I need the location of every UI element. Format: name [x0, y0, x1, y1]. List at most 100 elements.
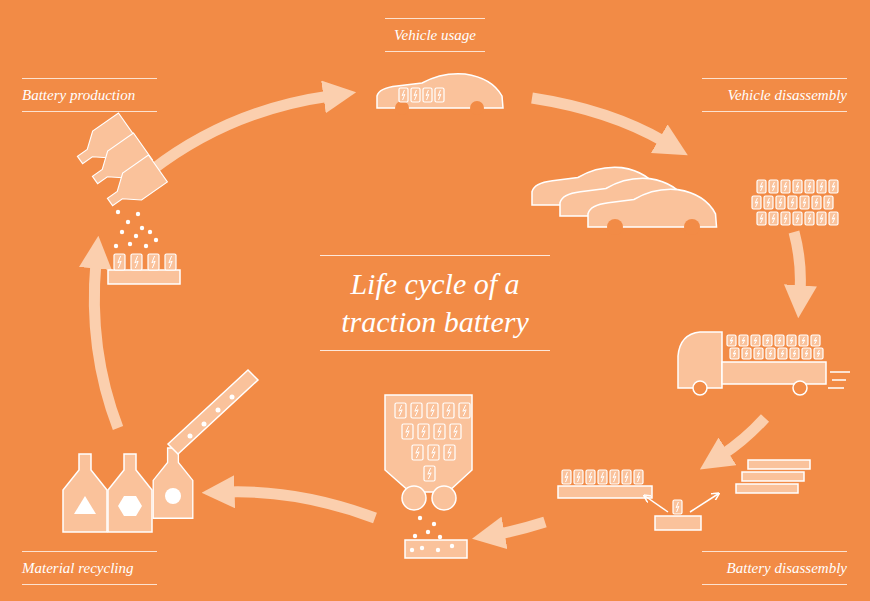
material-symbol — [118, 496, 142, 516]
flask — [153, 448, 193, 518]
cell-bolt — [745, 350, 748, 357]
battery-cell — [610, 470, 619, 484]
cell-bolt — [814, 337, 817, 344]
battery-cell — [742, 348, 751, 359]
battery-cell — [793, 180, 802, 193]
cell-bolt — [402, 90, 405, 100]
cell-bolt — [448, 447, 451, 458]
cell-bolt — [820, 182, 823, 191]
cell-bolt — [781, 350, 784, 357]
battery-cell — [418, 424, 429, 439]
material-dot — [154, 238, 158, 242]
disassembled-cars — [532, 167, 717, 235]
truck-cab — [678, 332, 722, 388]
flask — [63, 454, 107, 532]
material-dot — [188, 434, 193, 439]
cell-bolt — [808, 214, 811, 223]
battery-tray — [108, 270, 180, 284]
battery-cell — [751, 335, 760, 346]
battery-cell — [778, 348, 787, 359]
cell-bolt — [769, 350, 772, 357]
cell-bolt — [803, 198, 806, 207]
cell-bolt — [577, 472, 580, 482]
battery-cell — [114, 254, 125, 270]
car-body — [377, 74, 503, 108]
cell-bolt — [778, 337, 781, 344]
flask — [101, 155, 168, 216]
collection-tray — [405, 540, 467, 558]
battery-cell — [450, 424, 461, 439]
material-symbol — [74, 496, 96, 514]
battery-cell — [434, 424, 445, 439]
cell-bolt — [589, 472, 592, 482]
battery-cell — [769, 212, 778, 225]
battery-cell — [435, 88, 444, 102]
cell-bolt — [784, 182, 787, 191]
cell-bolt — [772, 182, 775, 191]
battery-cell — [562, 470, 571, 484]
cell-bolt — [796, 214, 799, 223]
wheel-arch — [470, 101, 484, 115]
cell-bolt — [755, 198, 758, 207]
battery-cell — [730, 348, 739, 359]
battery-cell — [811, 335, 820, 346]
battery-cell — [427, 403, 438, 418]
cell-bolt — [820, 214, 823, 223]
cell-bolt — [637, 472, 640, 482]
cell-bolt — [432, 447, 435, 458]
cell-bolt — [815, 198, 818, 207]
battery-cell — [395, 403, 406, 418]
cell-bolt — [730, 337, 733, 344]
battery-cell — [402, 424, 413, 439]
battery-cell — [775, 335, 784, 346]
cell-bolt — [793, 350, 796, 357]
battery-cell — [793, 212, 802, 225]
battery-cell — [781, 212, 790, 225]
cell-bolt — [406, 426, 409, 437]
battery-cell — [444, 445, 455, 460]
material-dot — [216, 408, 221, 413]
material-dot — [134, 234, 138, 238]
material-flasks — [63, 370, 258, 532]
stage-label: Vehicle disassembly — [702, 78, 847, 112]
truck-bed — [722, 362, 826, 384]
cell-bolt — [779, 198, 782, 207]
cycle-arrow — [722, 418, 765, 455]
split-arrow — [690, 494, 718, 512]
wheel-arch — [684, 219, 700, 235]
cell-bolt — [152, 256, 155, 268]
cycle-arrow — [498, 522, 545, 534]
housing-plate — [748, 460, 810, 469]
cell-bolt — [791, 198, 794, 207]
battery-cell — [812, 196, 821, 209]
cell-bolt — [601, 472, 604, 482]
cell-bolt — [742, 337, 745, 344]
cell-bolt — [118, 256, 121, 268]
cell-bolt — [757, 350, 760, 357]
material-dot — [230, 395, 235, 400]
shredder — [385, 395, 472, 558]
material-dot — [413, 534, 417, 538]
material-dot — [432, 522, 436, 526]
material-dot — [116, 210, 120, 214]
battery-cell — [763, 335, 772, 346]
gear — [432, 486, 456, 510]
material-dot — [438, 535, 442, 539]
stage-label: Vehicle usage — [385, 18, 485, 52]
battery-cell — [802, 348, 811, 359]
cell-bolt — [135, 256, 138, 268]
cell-bolt — [447, 405, 450, 416]
battery-cell — [411, 403, 422, 418]
wheel-arch — [395, 101, 409, 115]
pack-base — [558, 486, 652, 498]
battery-cell — [817, 180, 826, 193]
battery-cell — [829, 212, 838, 225]
battery-cell — [673, 500, 682, 514]
cell-bolt — [399, 405, 402, 416]
material-dot — [114, 244, 118, 248]
cell-bolt — [832, 214, 835, 223]
cell-bolt — [760, 182, 763, 191]
wheel — [793, 381, 807, 395]
diagram-title: Life cycle of a traction battery — [320, 255, 550, 351]
battery-production — [71, 113, 180, 284]
